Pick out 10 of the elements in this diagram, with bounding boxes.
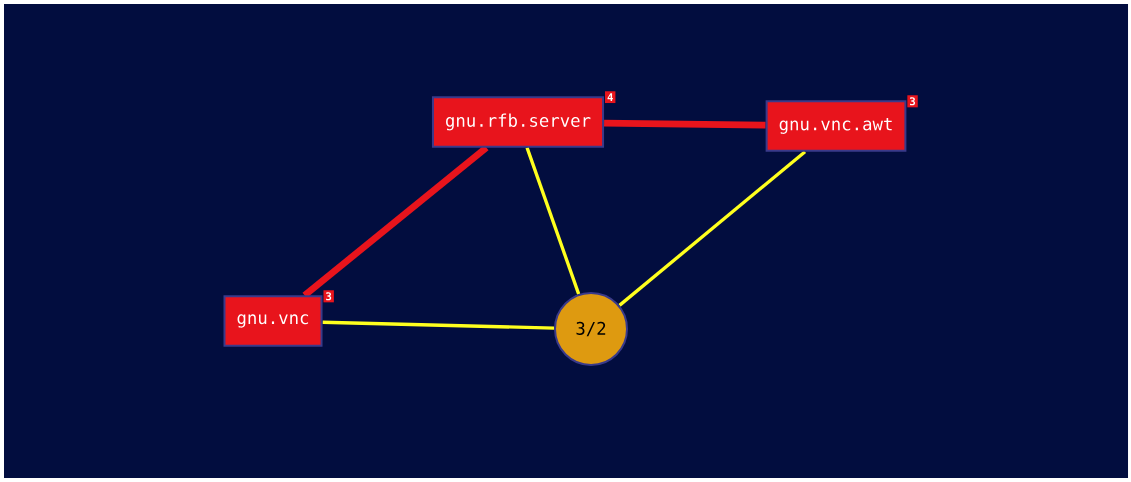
count-badge: 3 <box>323 290 334 303</box>
count-badge: 4 <box>605 91 616 104</box>
connector-line <box>525 147 581 295</box>
connector-line <box>618 150 807 307</box>
connector-line <box>302 145 489 298</box>
package-box: gnu.rfb.server <box>431 96 605 148</box>
count-badge: 3 <box>907 95 918 108</box>
package-box: gnu.vnc.awt <box>765 100 907 152</box>
package-box: gnu.vnc <box>223 295 323 347</box>
connector-line <box>322 320 555 330</box>
